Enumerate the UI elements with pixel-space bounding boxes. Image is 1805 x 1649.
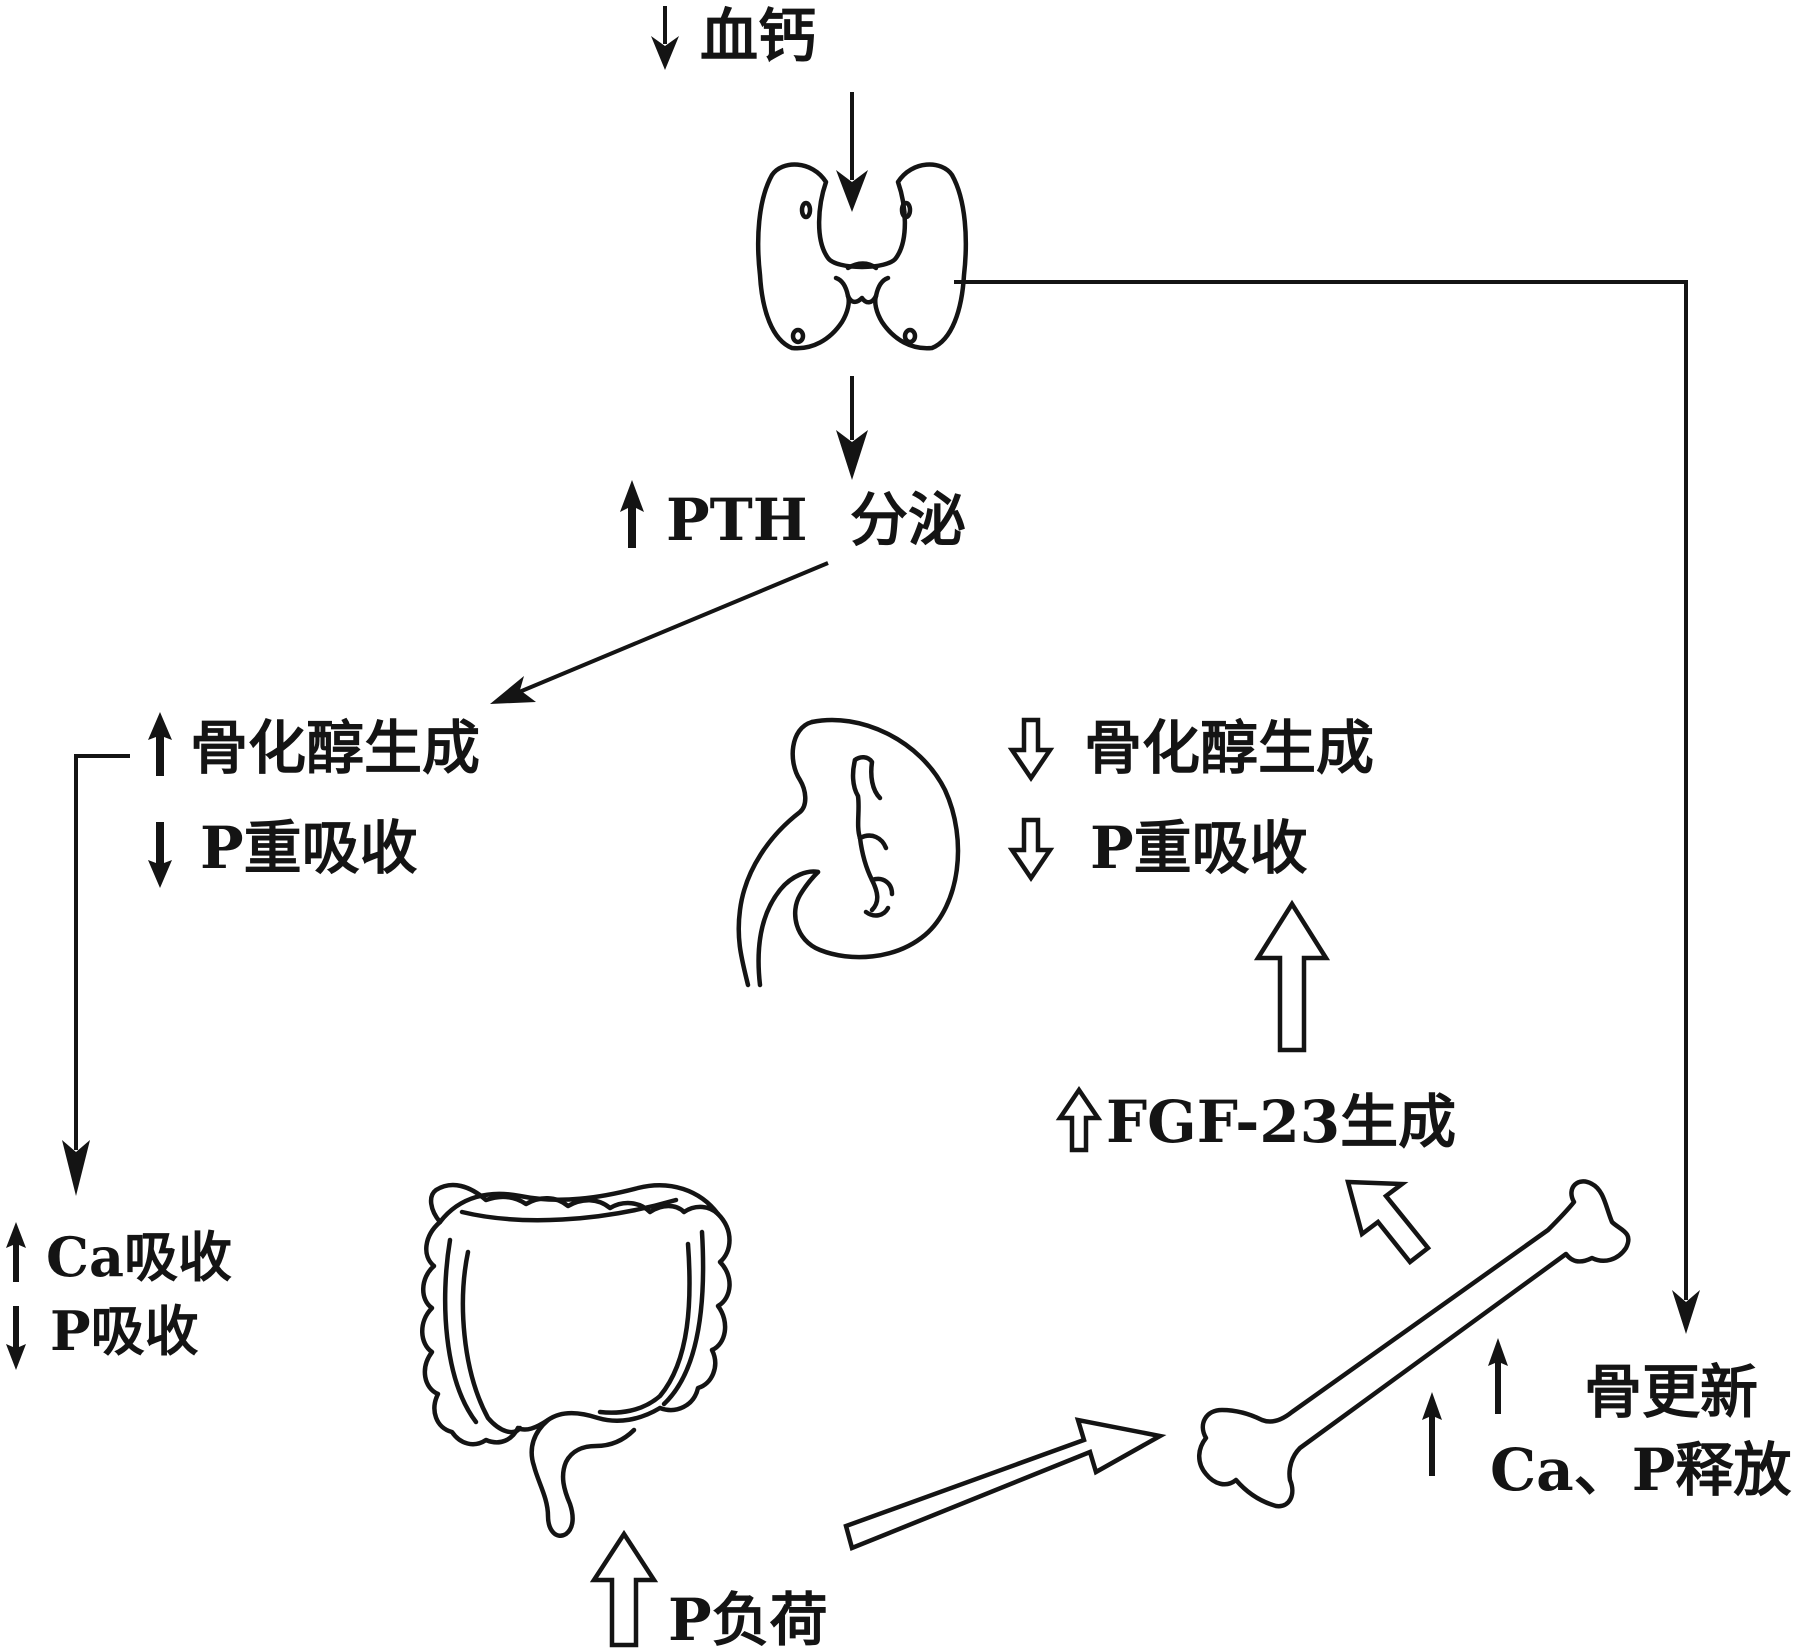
pth-name-label: PTH <box>666 486 808 554</box>
down-arrow-icon <box>651 6 679 70</box>
arrow-pth-to-calcitriol <box>490 561 829 704</box>
down-arrow-icon <box>6 1306 26 1370</box>
kidney-organ <box>736 717 961 988</box>
hollow-up-arrow-icon <box>1055 1085 1103 1153</box>
up-arrow-icon <box>620 480 644 548</box>
up-arrow-icon <box>6 1222 26 1282</box>
low-blood-calcium-item: 血钙 <box>651 2 816 70</box>
ca-p-release-label: Ca、P释放 <box>1490 1436 1791 1504</box>
right-renal-effects: 骨化醇生成 P重吸收 <box>1007 714 1374 883</box>
left-renal-effects: 骨化醇生成 P重吸收 <box>148 712 480 888</box>
pth-secretion-label: 分泌 <box>850 486 966 554</box>
down-arrow-icon <box>148 822 172 888</box>
up-arrow-icon <box>1422 1392 1442 1476</box>
ca-absorption-label: Ca吸收 <box>46 1225 232 1289</box>
p-load-label: P负荷 <box>668 1586 828 1649</box>
right-calcitriol-label: 骨化醇生成 <box>1084 714 1374 782</box>
bone-turnover-label: 骨更新 <box>1584 1358 1758 1426</box>
hollow-down-arrow-icon <box>1007 717 1055 783</box>
p-absorption-label: P吸收 <box>50 1299 199 1363</box>
bone-organ <box>1197 1179 1631 1509</box>
fgf23-label: FGF-23生成 <box>1106 1088 1456 1156</box>
hollow-down-arrow-icon <box>1007 817 1055 883</box>
fgf23-item: FGF-23生成 <box>1055 1085 1456 1156</box>
bone-turnover-effects: 骨更新 Ca、P释放 <box>1422 1338 1791 1504</box>
arrow-to-thyroid <box>836 92 868 212</box>
right-p-reabsorption-label: P重吸收 <box>1090 814 1308 882</box>
thyroid-parathyroid-organ <box>755 162 969 351</box>
low-blood-calcium-label: 血钙 <box>700 2 816 70</box>
p-load-item: P负荷 <box>589 1529 828 1649</box>
left-p-reabsorption-label: P重吸收 <box>200 814 418 882</box>
up-arrow-icon <box>148 712 172 776</box>
pth-secretion-item: PTH 分泌 <box>620 480 966 554</box>
intestinal-absorption-effects: Ca吸收 P吸收 <box>6 1222 232 1370</box>
hollow-arrow-pload-to-bone <box>843 1417 1167 1552</box>
hollow-up-arrow-icon <box>589 1529 659 1648</box>
connector-pth-to-bone-turnover <box>954 280 1700 1334</box>
intestine-organ <box>420 1182 732 1538</box>
connector-to-intestine-effects <box>62 754 130 1196</box>
hollow-arrow-fgf23-to-kidney <box>1253 899 1331 1053</box>
hollow-arrow-bone-to-fgf23 <box>1345 1179 1432 1266</box>
left-calcitriol-label: 骨化醇生成 <box>190 714 480 782</box>
arrow-thyroid-to-pth <box>836 376 868 480</box>
up-arrow-icon <box>1488 1338 1508 1414</box>
